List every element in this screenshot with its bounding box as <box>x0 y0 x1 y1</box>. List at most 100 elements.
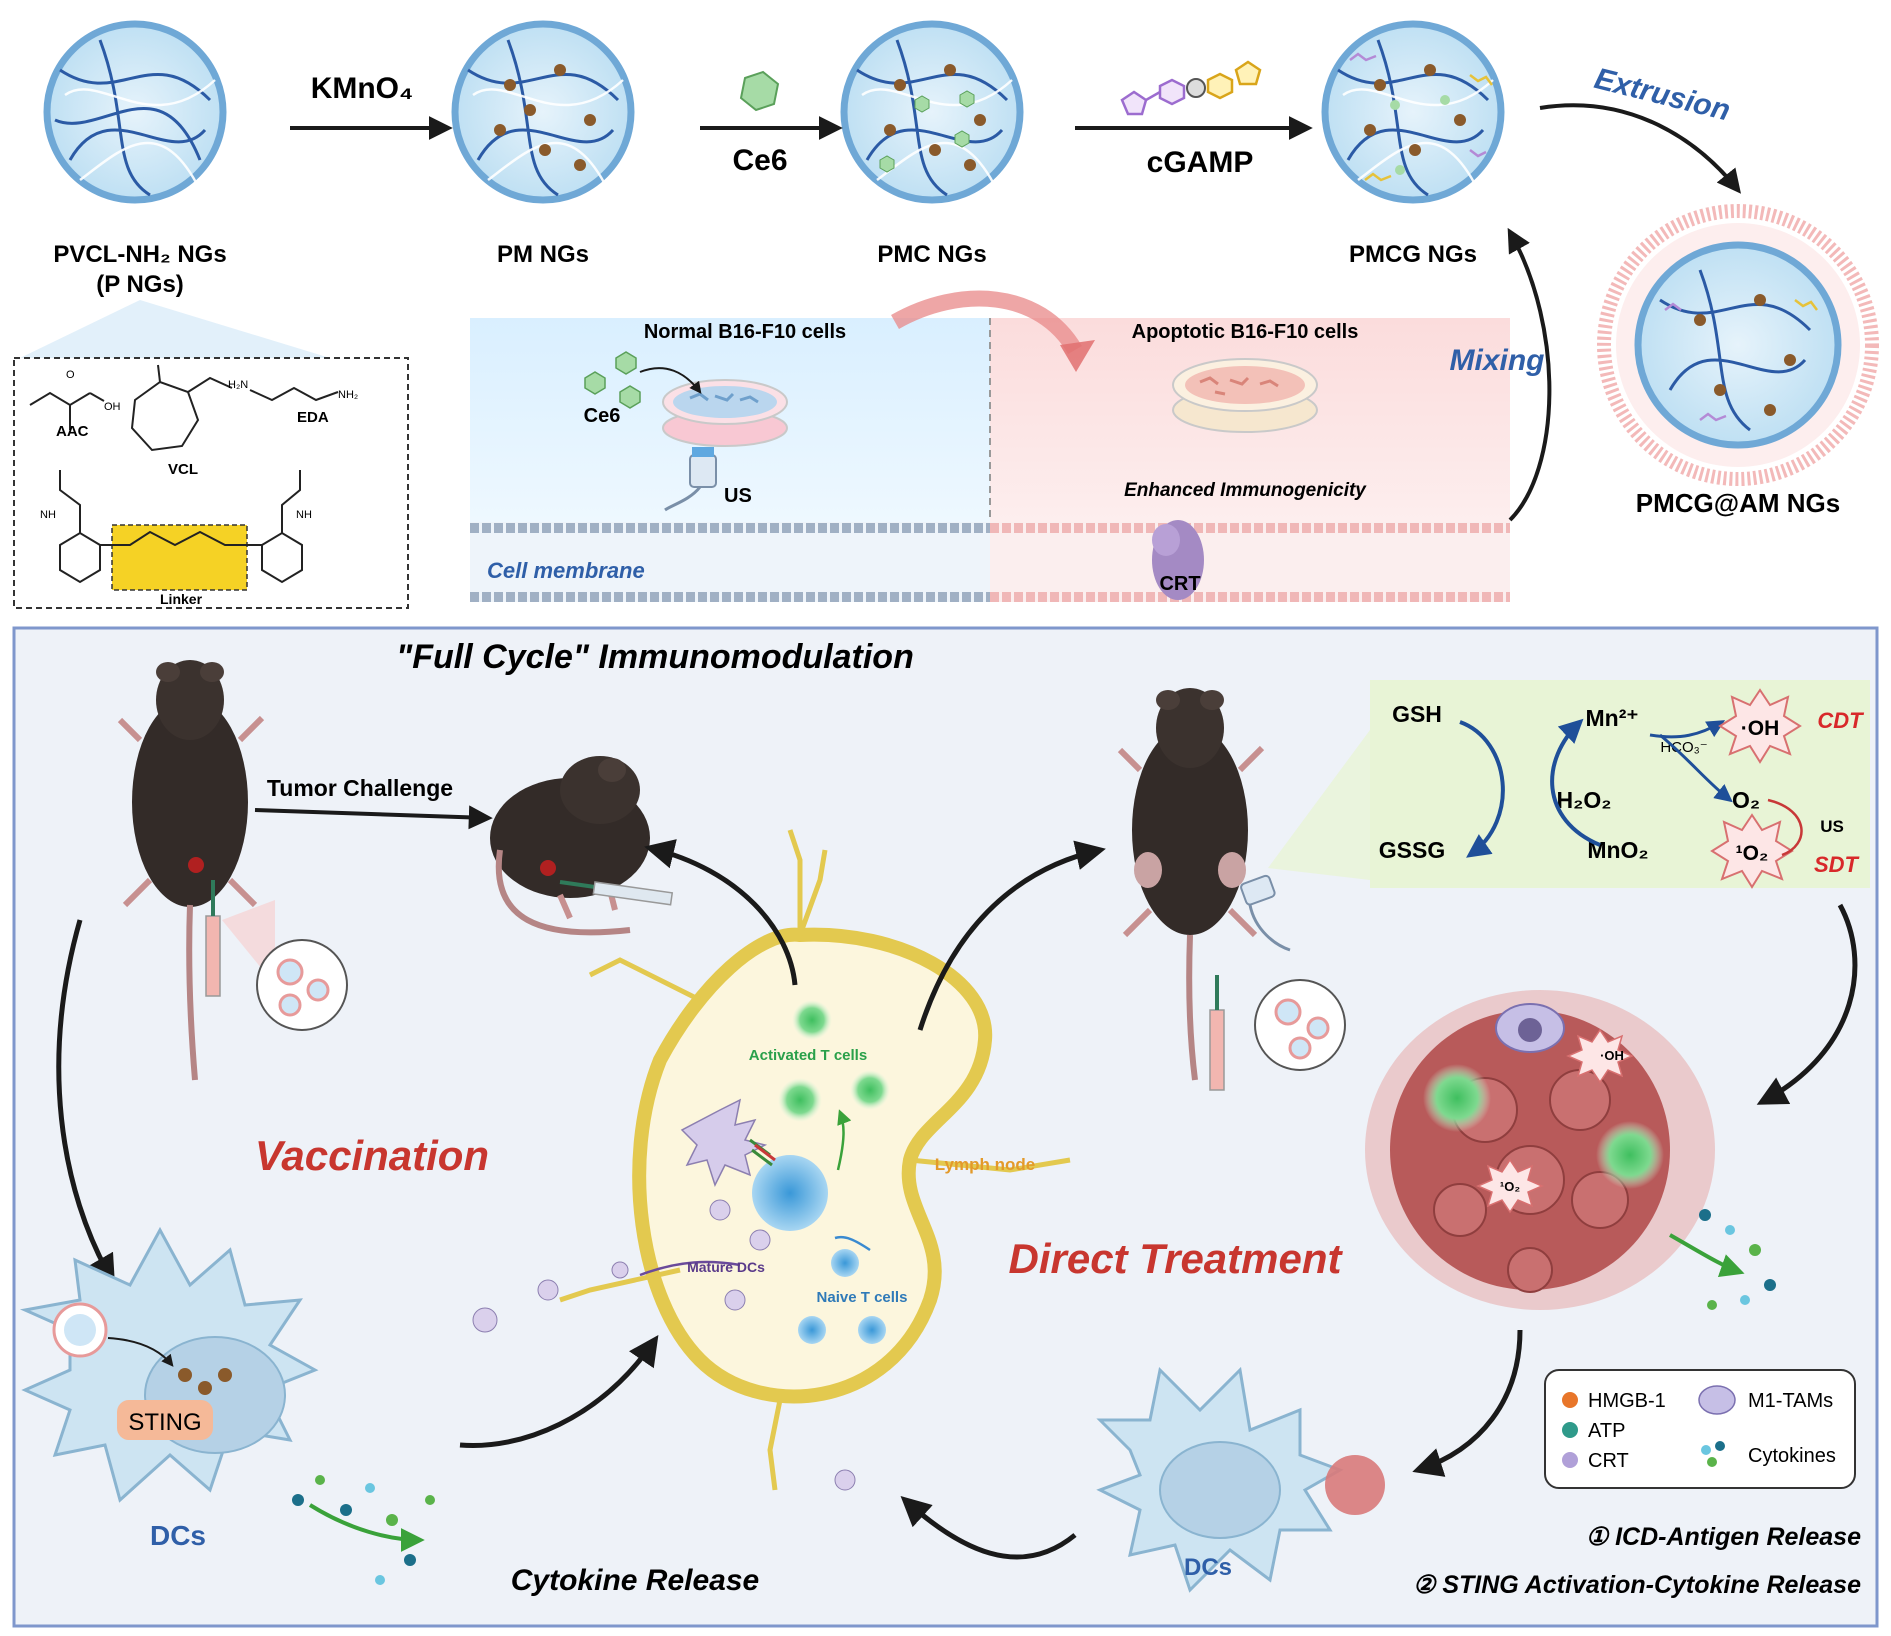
rx-hco3: HCO₃⁻ <box>1660 739 1707 756</box>
legend-box <box>1544 1369 1856 1489</box>
nanogel-pmcg <box>1321 20 1505 204</box>
rx-h2o2: H₂O₂ <box>1557 787 1612 813</box>
naive-t-cell-1 <box>831 1249 859 1277</box>
svg-text:OH: OH <box>104 401 121 413</box>
label-dcs-right: DCs <box>1184 1554 1232 1581</box>
chem-linker-label: Linker <box>160 591 203 607</box>
svg-text:H₂N: H₂N <box>228 379 248 391</box>
arrow-to-treated-mouse <box>917 840 1106 1031</box>
label-sting: STING <box>128 1409 201 1436</box>
arrow-cytokine-left <box>308 1503 425 1552</box>
label-dcs-left: DCs <box>150 1520 206 1551</box>
arrow-mn2-oh <box>1649 720 1726 739</box>
legend-hmgb1-dot <box>1562 1392 1578 1408</box>
label-stage-p-sub: (P NGs) <box>96 271 184 298</box>
tumor-t-cell-1 <box>1423 1064 1491 1132</box>
arrow-tumor-to-dc <box>1412 1329 1523 1477</box>
zoom-wedge <box>20 300 330 358</box>
naive-t-cell-2 <box>798 1316 826 1344</box>
step-1-icd-antigen-release: ① ICD-Antigen Release <box>1586 1523 1861 1551</box>
arrow-gsh-gssg <box>1459 720 1505 858</box>
rx-sdt: SDT <box>1814 852 1860 877</box>
panel-title: "Full Cycle" Immunomodulation <box>396 638 914 676</box>
dendritic-cell-left <box>19 1226 319 1503</box>
rx-oh: ·OH <box>1741 717 1780 740</box>
label-apoptotic-cells: Apoptotic B16-F10 cells <box>1132 321 1359 343</box>
nanogel-pmcg-am <box>1597 204 1879 486</box>
legend-m1-icon <box>1698 1385 1736 1415</box>
svg-text:NH₂: NH₂ <box>338 389 358 401</box>
mouse-challenged-icon <box>490 756 650 936</box>
tumor-t-cell-2 <box>1596 1121 1664 1189</box>
cytokine-dots-tumor <box>1699 1209 1776 1310</box>
nanogel-zoom-circle-1 <box>222 900 348 1031</box>
nanogel-zoom-circle-2 <box>1254 979 1346 1071</box>
legend-hmgb1: HMGB-1 <box>1588 1390 1666 1412</box>
legend-cytokines-icon <box>1701 1441 1725 1467</box>
arrow-to-tumor <box>1756 903 1858 1105</box>
rx-gssg: GSSG <box>1379 837 1445 863</box>
label-vaccination: Vaccination <box>255 1132 489 1179</box>
rx-mno2: MnO₂ <box>1587 837 1648 863</box>
legend-crt-dot <box>1562 1452 1578 1468</box>
petri-dish-apoptotic <box>1172 358 1318 433</box>
nanogel-pm <box>451 20 635 204</box>
rx-us: US <box>1820 817 1844 836</box>
nanogel-p <box>43 20 227 204</box>
step-2-sting-activation: ② STING Activation-Cytokine Release <box>1413 1571 1861 1599</box>
label-pmcg-am: PMCG@AM NGs <box>1636 488 1840 518</box>
tumor-o2-label: ¹O₂ <box>1500 1179 1520 1194</box>
arrow-dc-to-node <box>459 1335 659 1449</box>
mature-dc-icons <box>472 1199 856 1491</box>
tumor-o2-burst-icon <box>1476 1158 1544 1214</box>
ce6-hexagons-icon <box>584 351 641 409</box>
svg-text:O: O <box>66 369 75 381</box>
ce6-hexagon-icon <box>739 70 780 112</box>
label-cell-membrane: Cell membrane <box>487 558 645 583</box>
label-tumor-challenge: Tumor Challenge <box>267 775 453 801</box>
label-normal-cells: Normal B16-F10 cells <box>644 321 846 343</box>
activated-t-cell-2 <box>778 1078 822 1122</box>
label-naive-t-cells: Naive T cells <box>817 1289 908 1306</box>
arrow-mixing <box>1507 227 1552 522</box>
cell-membrane-normal <box>470 522 990 602</box>
chem-eda-label: EDA <box>297 409 329 426</box>
label-cytokine-release: Cytokine Release <box>511 1564 759 1597</box>
label-stage-pm: PM NGs <box>497 241 589 268</box>
cytokine-dots-left <box>292 1475 435 1585</box>
tumor-oh-label: ·OH <box>1600 1048 1624 1063</box>
label-activated-t-cells: Activated T cells <box>749 1047 867 1064</box>
svg-text:NH: NH <box>40 509 56 521</box>
label-enhanced-immunogenicity: Enhanced Immunogenicity <box>1124 480 1367 501</box>
label-stage-pmc: PMC NGs <box>877 241 986 268</box>
label-stage-pmcg: PMCG NGs <box>1349 241 1477 268</box>
label-direct-treatment: Direct Treatment <box>1008 1235 1343 1282</box>
label-lymph-node: Lymph node <box>935 1155 1035 1174</box>
mouse-vaccinated-icon <box>117 660 265 1081</box>
cgamp-molecule-icon <box>1120 60 1262 116</box>
label-cgamp: cGAMP <box>1147 146 1254 179</box>
legend-m1-tams: M1-TAMs <box>1748 1390 1833 1412</box>
crt-protein-icon <box>1152 520 1204 600</box>
label-crt: CRT <box>1159 573 1200 595</box>
arrow-tumor-challenge <box>254 805 493 830</box>
arrow-dc-right-to-node <box>900 1495 1077 1560</box>
label-ce6: Ce6 <box>732 144 787 177</box>
tumor-oh-burst-icon <box>1566 1028 1634 1084</box>
arrow-to-challenged-mouse <box>644 839 798 986</box>
legend-atp-dot <box>1562 1422 1578 1438</box>
svg-text:NH: NH <box>296 509 312 521</box>
macrophage-in-tumor-icon <box>1495 1003 1565 1053</box>
arrow-to-dc <box>56 919 115 1286</box>
mouse-treated-icon <box>1117 688 1265 1081</box>
label-ce6-cells: Ce6 <box>584 405 621 427</box>
activated-t-cell-3 <box>850 1070 890 1110</box>
legend-atp: ATP <box>1588 1420 1625 1442</box>
arrow-to-o2 <box>1659 733 1733 803</box>
label-us-cells: US <box>724 485 752 507</box>
legend-crt: CRT <box>1588 1450 1629 1472</box>
activated-t-cell-1 <box>792 1000 832 1040</box>
dc-in-node-icon <box>680 1098 776 1187</box>
cell-membrane-apoptotic <box>990 522 1510 602</box>
naive-t-cell-3 <box>858 1316 886 1344</box>
